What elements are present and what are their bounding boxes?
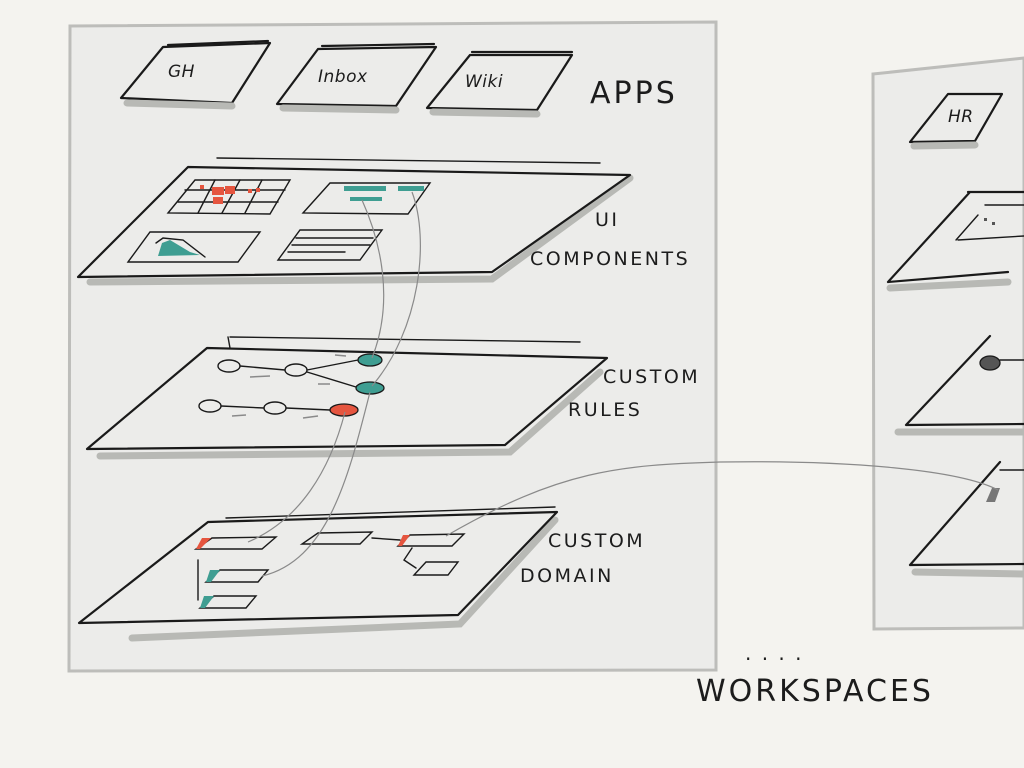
layer-label-rules-line2: RULES: [568, 399, 642, 421]
workspace-secondary: HR: [871, 56, 1024, 631]
layer-custom-rules: CUSTOM RULES: [85, 336, 700, 460]
app-card-wiki: Wiki: [425, 50, 574, 118]
app-label-gh: GH: [168, 62, 195, 82]
secondary-layer-ui: [886, 190, 1024, 292]
app-label-inbox: Inbox: [318, 67, 368, 87]
layer-label-domain-line2: DOMAIN: [520, 565, 614, 587]
secondary-layer-domain: [908, 460, 1024, 578]
app-label-hr: HR: [948, 107, 974, 127]
secondary-layer-rules: [894, 334, 1024, 436]
layer-ui-components: UI COMPONENTS: [76, 157, 690, 286]
app-card-hr: HR: [908, 92, 1004, 150]
workspaces-label: WORKSPACES: [696, 674, 934, 709]
layer-label-ui-line1: UI: [595, 209, 620, 231]
workspace-main: GH Inbox Wiki APPS: [67, 20, 718, 673]
layer-label-rules-line1: CUSTOM: [603, 366, 700, 388]
app-card-inbox: Inbox: [275, 42, 438, 114]
layer-label-ui-line2: COMPONENTS: [530, 248, 690, 270]
apps-label: APPS: [590, 76, 678, 111]
app-label-wiki: Wiki: [465, 72, 503, 92]
layer-connections: [247, 191, 421, 577]
layer-label-domain-line1: CUSTOM: [548, 530, 645, 552]
layer-custom-domain: CUSTOM DOMAIN: [77, 506, 645, 642]
apps-row: GH Inbox Wiki APPS: [119, 39, 678, 118]
app-card-gh: GH: [119, 39, 272, 110]
cross-workspace-connection: [445, 461, 999, 537]
workspaces-ellipsis: . . . .: [745, 641, 804, 665]
